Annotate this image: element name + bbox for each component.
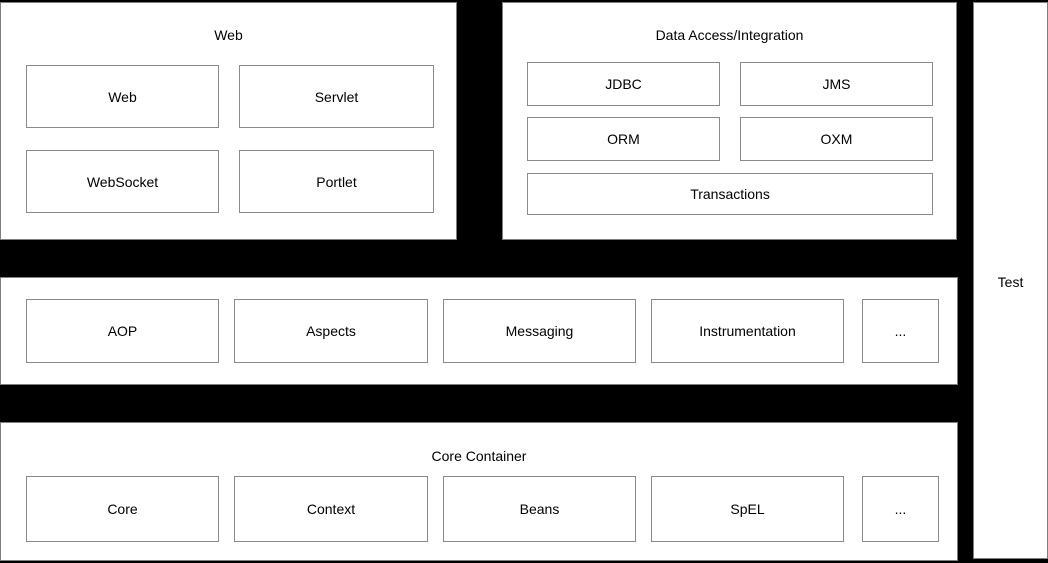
module-box-jdbc: JDBC — [527, 62, 720, 106]
test-panel-title: Test — [997, 274, 1024, 290]
module-box-aop: AOP — [26, 299, 219, 363]
module-box-spel: SpEL — [651, 476, 844, 542]
middleware-panel: AOP Aspects Messaging Instrumentation ..… — [0, 277, 958, 385]
module-box-more-middleware: ... — [862, 299, 939, 363]
module-box-web: Web — [26, 65, 219, 128]
module-box-orm: ORM — [527, 117, 720, 161]
core-container-panel-title: Core Container — [431, 448, 527, 464]
module-box-instrumentation: Instrumentation — [651, 299, 844, 363]
module-box-more-core: ... — [862, 476, 939, 542]
web-panel-title: Web — [214, 27, 243, 43]
module-box-oxm: OXM — [740, 117, 933, 161]
module-box-context: Context — [234, 476, 428, 542]
module-box-aspects: Aspects — [234, 299, 428, 363]
web-panel: Web Web Servlet WebSocket Portlet — [0, 2, 457, 240]
module-box-jms: JMS — [740, 62, 933, 106]
data-access-integration-panel: Data Access/Integration JDBC JMS ORM OXM… — [502, 2, 957, 240]
module-box-transactions: Transactions — [527, 173, 933, 215]
core-container-panel: Core Container Core Context Beans SpEL .… — [0, 422, 958, 561]
module-box-messaging: Messaging — [443, 299, 636, 363]
module-box-beans: Beans — [443, 476, 636, 542]
module-box-core: Core — [26, 476, 219, 542]
test-panel: Test — [973, 2, 1048, 559]
data-access-panel-title: Data Access/Integration — [655, 27, 804, 43]
module-box-portlet: Portlet — [239, 150, 434, 213]
module-box-websocket: WebSocket — [26, 150, 219, 213]
module-box-servlet: Servlet — [239, 65, 434, 128]
